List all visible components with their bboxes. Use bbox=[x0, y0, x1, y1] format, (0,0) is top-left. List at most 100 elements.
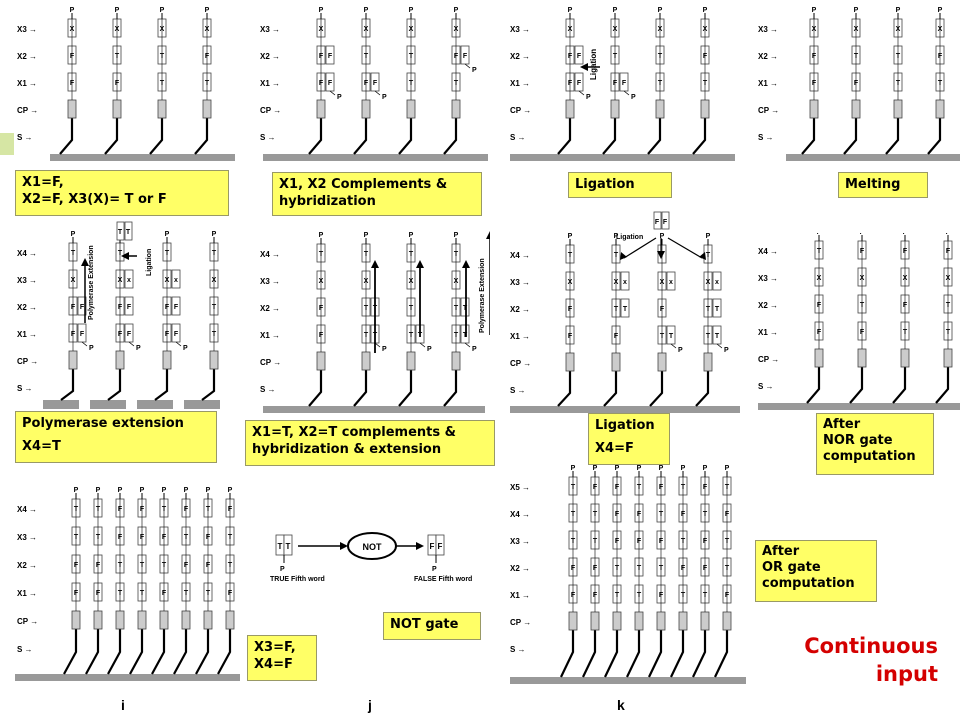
row-label: X1 → bbox=[758, 328, 778, 337]
word-value: T bbox=[162, 506, 167, 513]
word-value: T bbox=[706, 306, 711, 313]
row-label: X4 → bbox=[17, 249, 37, 258]
word-value: F bbox=[703, 538, 708, 545]
linker-strand bbox=[195, 629, 210, 675]
row-label: CP → bbox=[260, 106, 281, 115]
phosphate-label: P bbox=[71, 231, 76, 238]
word-value: T bbox=[938, 80, 943, 87]
complement-value: x bbox=[127, 277, 131, 284]
linker-strand bbox=[670, 630, 685, 678]
row-label: S → bbox=[260, 385, 276, 394]
subfigure-label-i: i bbox=[121, 697, 125, 713]
panel-c-svg: X3 →X2 →X1 →CP →S →FFXPFFPFTXPFPTTXPTFXP… bbox=[510, 7, 735, 161]
word-value: T bbox=[615, 565, 620, 572]
panel-e-svg: X4 →X3 →X2 →X1 →CP →S →FFXTPFFPFFXTPxFFP… bbox=[17, 221, 220, 409]
capture-probe-block bbox=[893, 99, 903, 119]
linker-strand bbox=[560, 630, 575, 678]
word-value: T bbox=[364, 251, 369, 258]
linker-strand bbox=[398, 118, 413, 155]
ligation-arrow-head bbox=[657, 251, 665, 259]
complement-block bbox=[124, 296, 134, 316]
capture-probe-block bbox=[943, 348, 953, 368]
complement-block bbox=[77, 296, 87, 316]
word-value: T bbox=[659, 511, 664, 518]
row-label: S → bbox=[758, 133, 774, 142]
linker-strand bbox=[308, 370, 323, 407]
capture-probe-block bbox=[565, 352, 575, 372]
word-value: F bbox=[118, 304, 123, 311]
capture-probe-block bbox=[316, 351, 326, 371]
word-value: F bbox=[703, 53, 708, 60]
panel-e-diagram: X4 →X3 →X2 →X1 →CP →S →FFXTPFFPFFXTPxFFP… bbox=[15, 218, 240, 413]
capture-probe-block bbox=[565, 99, 575, 119]
linker-strand bbox=[843, 118, 858, 155]
complement-tail bbox=[128, 341, 135, 347]
linker-strand bbox=[557, 118, 572, 155]
complement-value: F bbox=[622, 80, 627, 87]
capture-probe-block bbox=[203, 610, 213, 630]
ligate-block-value: T bbox=[118, 229, 123, 236]
word-value: T bbox=[165, 250, 170, 257]
phosphate-label: P bbox=[96, 487, 101, 494]
word-value: T bbox=[681, 592, 686, 599]
capture-probe-block bbox=[112, 99, 122, 119]
word-value: T bbox=[703, 80, 708, 87]
word-value: F bbox=[140, 506, 145, 513]
complement-p: P bbox=[724, 347, 729, 354]
complement-value: F bbox=[577, 53, 582, 60]
false-fifth-word-label: FALSE Fifth word bbox=[414, 576, 472, 583]
ligation-arrow-head bbox=[580, 63, 588, 71]
surface-bar bbox=[510, 154, 735, 161]
caption-b-line-2: hybridization bbox=[279, 194, 376, 209]
complement-value: F bbox=[328, 53, 333, 60]
word-value: F bbox=[725, 511, 730, 518]
word-value: T bbox=[228, 534, 233, 541]
phosphate-label: P bbox=[946, 233, 951, 236]
linker-strand bbox=[353, 370, 368, 407]
complement-value: F bbox=[80, 331, 85, 338]
linker-strand bbox=[801, 118, 816, 155]
surface-bar bbox=[263, 406, 485, 413]
word-value: T bbox=[206, 506, 211, 513]
complement-value: x bbox=[623, 279, 627, 286]
word-value: T bbox=[74, 506, 79, 513]
word-value: T bbox=[637, 592, 642, 599]
linker-strand bbox=[107, 369, 122, 401]
complement-block bbox=[666, 271, 676, 291]
word-value: T bbox=[703, 511, 708, 518]
capture-probe-block bbox=[451, 351, 461, 371]
phosphate-label: P bbox=[896, 7, 901, 14]
word-value: F bbox=[637, 538, 642, 545]
complement-value: F bbox=[127, 304, 132, 311]
capture-probe-block bbox=[162, 350, 172, 370]
caption-g-line-2: X4=F bbox=[595, 441, 634, 456]
word-value: T bbox=[364, 332, 369, 339]
row-label: CP → bbox=[510, 106, 531, 115]
word-value: T bbox=[184, 534, 189, 541]
complement-tail bbox=[716, 343, 723, 349]
linker-strand bbox=[935, 367, 950, 404]
row-label: S → bbox=[260, 133, 276, 142]
capture-probe-block bbox=[611, 352, 621, 372]
linker-strand bbox=[885, 118, 900, 155]
caption-k-line-2: OR gate bbox=[762, 560, 821, 575]
phosphate-label: P bbox=[364, 232, 369, 239]
word-value: F bbox=[319, 53, 324, 60]
linker-strand bbox=[443, 370, 458, 407]
word-value: T bbox=[212, 250, 217, 257]
word-value: T bbox=[118, 250, 123, 257]
row-label: CP → bbox=[758, 355, 779, 364]
word-value: T bbox=[896, 53, 901, 60]
capture-probe-block bbox=[361, 99, 371, 119]
phosphate-label: P bbox=[614, 233, 619, 240]
phosphate-label: P bbox=[703, 7, 708, 14]
panel-h-diagram: X4 →X3 →X2 →X1 →CP →S →FFXTPFTXFPTFXFPTT… bbox=[756, 233, 960, 413]
surface-bar bbox=[786, 154, 960, 161]
complement-p: P bbox=[382, 346, 387, 353]
complement-block bbox=[171, 269, 181, 289]
capture-probe-block bbox=[700, 611, 710, 631]
capture-probe-block bbox=[225, 610, 235, 630]
linker-strand bbox=[714, 630, 729, 678]
row-label: X2 → bbox=[260, 304, 280, 313]
